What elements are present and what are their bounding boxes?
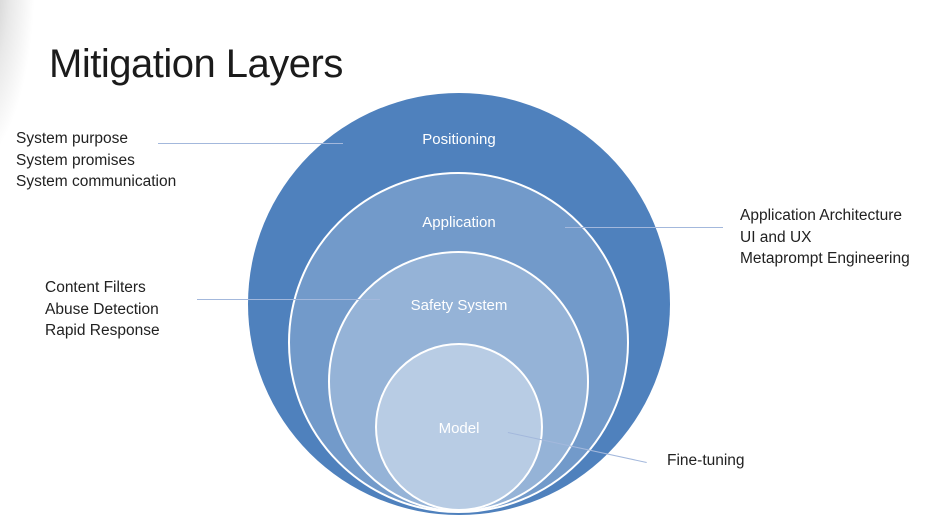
connector-line-application bbox=[565, 227, 723, 228]
annotation-line: Abuse Detection bbox=[45, 300, 159, 318]
connector-line-positioning bbox=[158, 143, 343, 144]
annotation-positioning: System purpose System promises System co… bbox=[16, 128, 176, 193]
annotation-line: UI and UX bbox=[740, 228, 812, 246]
slide-title: Mitigation Layers bbox=[49, 42, 343, 86]
annotation-line: Metaprompt Engineering bbox=[740, 250, 910, 267]
ring-model bbox=[375, 343, 543, 511]
annotation-line: Rapid Response bbox=[45, 322, 160, 339]
annotation-line: Application Architecture bbox=[740, 207, 902, 224]
annotation-line: System promises bbox=[16, 151, 135, 169]
annotation-model: Fine-tuning bbox=[667, 450, 745, 472]
annotation-line: Content Filters bbox=[45, 279, 146, 296]
ring-label-safety-system: Safety System bbox=[410, 297, 508, 314]
annotation-line: System purpose bbox=[16, 130, 128, 147]
ring-label-positioning: Positioning bbox=[422, 131, 496, 148]
annotation-safety-system: Content Filters Abuse Detection Rapid Re… bbox=[45, 277, 160, 342]
annotation-application: Application Architecture UI and UX Metap… bbox=[740, 205, 910, 270]
ring-label-model: Model bbox=[438, 420, 480, 437]
slide-corner-shadow bbox=[0, 0, 60, 230]
annotation-line: System communication bbox=[16, 173, 177, 190]
connector-line-safety-system bbox=[197, 299, 380, 300]
ring-label-application: Application bbox=[422, 214, 496, 231]
annotation-line: Fine-tuning bbox=[667, 452, 745, 469]
